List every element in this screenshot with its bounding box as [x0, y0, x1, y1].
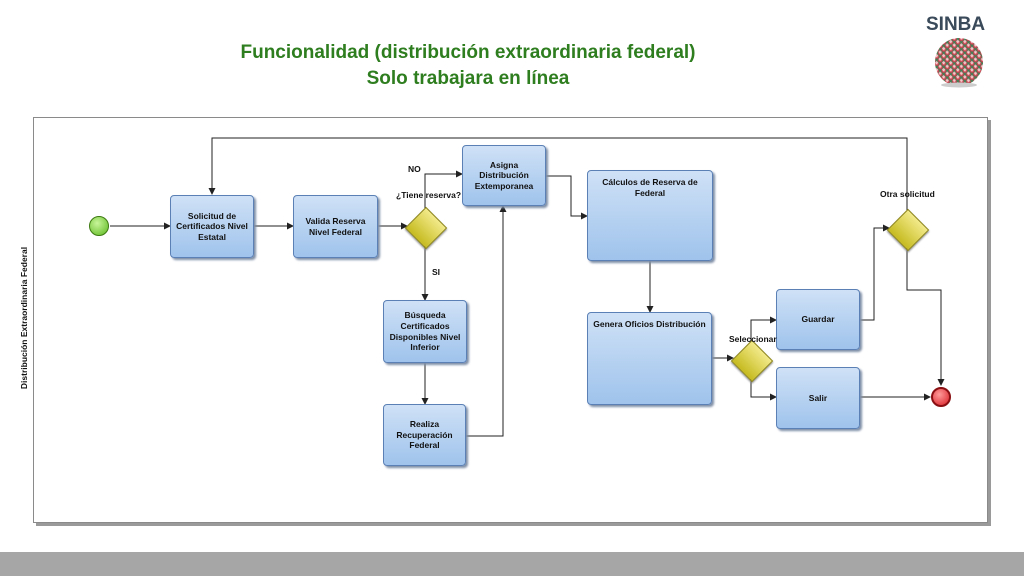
flow-gateway-no-asigna: [424, 170, 463, 208]
task-genera-oficios[interactable]: Genera Oficios Distribución: [587, 312, 712, 405]
task-realiza-recuperacion[interactable]: Realiza Recuperación Federal: [383, 404, 466, 466]
sinba-globe-logo-icon: [935, 38, 983, 88]
flow-otra-end: [906, 248, 945, 386]
slide-subtitle: Solo trabajara en línea: [366, 68, 570, 89]
label-otra-solicitud: Otra solicitud: [880, 189, 935, 199]
sinba-logo-text: SINBA: [926, 14, 986, 35]
label-seleccionar: Seleccionar: [729, 334, 777, 344]
label-si: SI: [432, 267, 441, 277]
flow-seleccionar-guardar: [750, 316, 777, 341]
flow-otra-loop-solicitud: [208, 137, 908, 210]
task-salir[interactable]: Salir: [776, 367, 860, 429]
flow-realiza-asigna: [466, 205, 507, 437]
flow-seleccionar-salir: [750, 378, 777, 401]
task-solicitud-certificados[interactable]: Solicitud de Certificados Nivel Estatal: [170, 195, 254, 258]
task-calculos-reserva[interactable]: Cálculos de Reserva de Federal: [587, 170, 713, 261]
flow-asigna-calculos: [546, 175, 588, 220]
flow-guardar-otra: [860, 224, 890, 321]
label-tiene-reserva: ¿Tiene reserva?: [396, 190, 462, 200]
task-guardar[interactable]: Guardar: [776, 289, 860, 350]
footer-bar: [0, 552, 1024, 576]
slide-title: Funcionalidad (distribución extraordinar…: [240, 42, 696, 63]
task-asigna-distribucion[interactable]: Asigna Distribución Extemporanea: [462, 145, 546, 206]
start-event[interactable]: [89, 216, 109, 236]
end-event[interactable]: [931, 387, 951, 407]
task-valida-reserva[interactable]: Valida Reserva Nivel Federal: [293, 195, 378, 258]
task-busqueda-certificados[interactable]: Búsqueda Certificados Disponibles Nivel …: [383, 300, 467, 363]
label-no: NO: [408, 164, 421, 174]
